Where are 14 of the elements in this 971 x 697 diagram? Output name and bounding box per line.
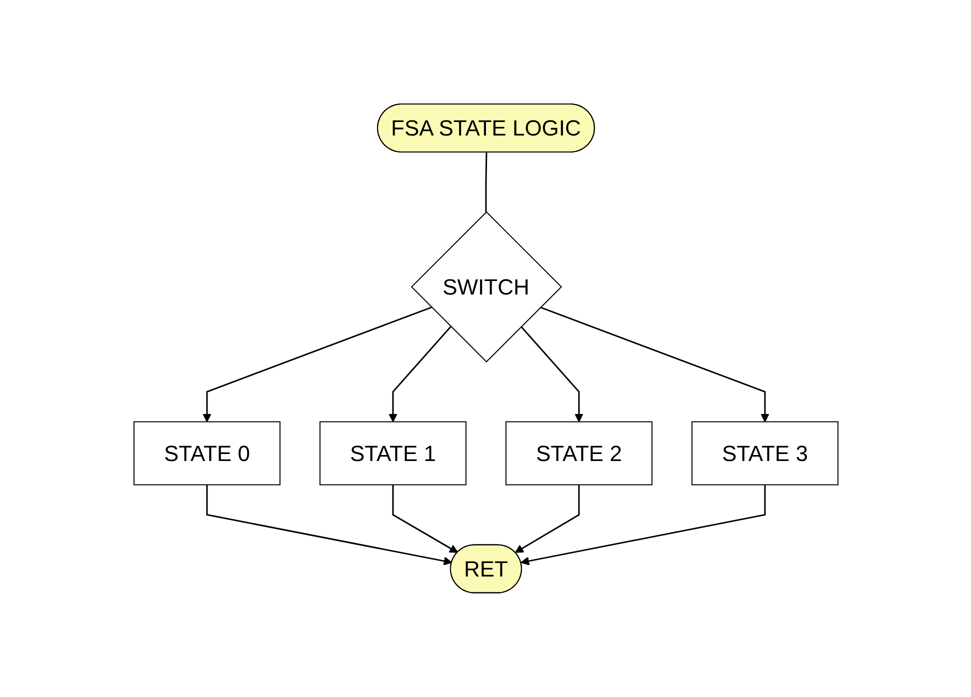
node-box: STATE 1 — [319, 421, 466, 486]
node-box: STATE 2 — [505, 421, 652, 486]
arrow — [520, 484, 766, 566]
connector — [484, 152, 487, 212]
arrow — [206, 484, 452, 566]
arrow — [392, 484, 458, 554]
arrow — [520, 326, 583, 422]
arrow — [202, 306, 432, 422]
node-box: STATE 0 — [133, 421, 280, 486]
arrow — [388, 326, 451, 422]
node-box: STATE 3 — [690, 421, 838, 486]
arrow — [540, 306, 769, 422]
node-diamond: SWITCH — [410, 211, 562, 363]
arrow — [514, 484, 580, 554]
